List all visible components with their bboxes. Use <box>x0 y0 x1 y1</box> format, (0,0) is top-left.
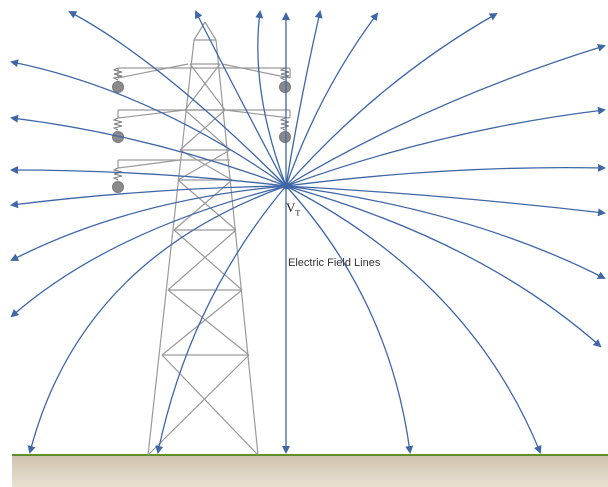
field-lines-label: Electric Field Lines <box>288 257 381 269</box>
insulator-left-top <box>112 67 124 93</box>
field-line <box>255 10 287 187</box>
conductor-node <box>282 182 290 190</box>
insulator-right-top <box>279 67 291 93</box>
field-line <box>10 114 287 187</box>
field-line <box>10 185 287 261</box>
field-line <box>10 166 287 187</box>
field-line <box>68 11 287 187</box>
field-line <box>10 185 287 318</box>
field-line <box>285 185 606 217</box>
field-line <box>285 163 606 187</box>
insulator-left-bottom <box>112 167 124 193</box>
ground <box>12 455 608 487</box>
insulator-left-middle <box>112 117 124 143</box>
field-line <box>285 185 602 348</box>
field-line <box>285 12 379 187</box>
field-line <box>195 10 287 187</box>
insulators <box>112 67 291 193</box>
field-line <box>155 185 287 454</box>
field-lines <box>10 10 606 454</box>
field-line <box>27 185 287 454</box>
field-line <box>285 185 414 454</box>
field-line <box>10 59 287 187</box>
field-line <box>285 106 606 187</box>
transmission-tower <box>117 21 291 456</box>
voltage-label: VT <box>286 200 301 218</box>
field-line <box>285 185 606 279</box>
field-line <box>285 10 323 187</box>
field-line <box>10 185 287 209</box>
field-line <box>285 185 542 454</box>
field-line <box>285 43 606 187</box>
field-line <box>285 13 498 187</box>
insulator-right-middle <box>279 117 291 143</box>
